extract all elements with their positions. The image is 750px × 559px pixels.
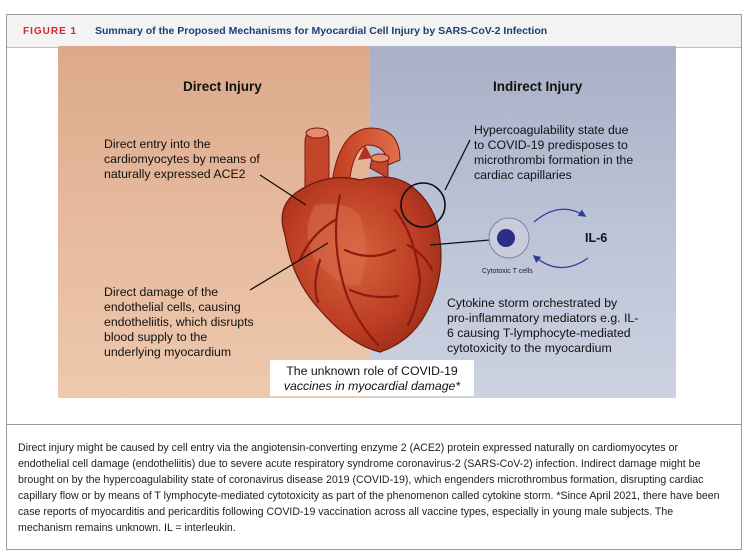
text-line: pro-inflammatory mediators e.g. IL-	[447, 311, 639, 325]
figure-title: Summary of the Proposed Mechanisms for M…	[95, 25, 548, 37]
text-line: endothelial cells, causing	[104, 300, 241, 314]
direct-damage-text: Direct damage of the endothelial cells, …	[104, 285, 254, 360]
coronary-vessels	[298, 193, 434, 347]
il6-arrows	[532, 208, 589, 269]
pointer-lines	[249, 139, 491, 291]
great-vessels	[304, 127, 401, 201]
text-line: Cytokine storm orchestrated by	[447, 296, 618, 310]
text-line: underlying myocardium	[104, 345, 232, 359]
caption-divider	[6, 424, 742, 425]
figure-label: FIGURE 1	[23, 26, 78, 37]
text-line: cytotoxicity to the myocardium	[447, 341, 612, 355]
unknown-role-box: The unknown role of COVID-19 vaccines in…	[270, 360, 474, 396]
unknown-role-line-2: vaccines in myocardial damage*	[283, 379, 461, 393]
text-line: cardiomyocytes by means of	[104, 152, 260, 166]
t-cell	[488, 217, 530, 259]
text-line: naturally expressed ACE2	[104, 167, 246, 181]
il6-label: IL-6	[585, 231, 608, 245]
figure-header: FIGURE 1 Summary of the Proposed Mechani…	[7, 15, 741, 48]
indirect-injury-heading: Indirect Injury	[493, 79, 583, 94]
cytokine-storm-text: Cytokine storm orchestrated by pro-infla…	[447, 296, 638, 356]
text-line: Direct entry into the	[104, 137, 211, 151]
text-line: to COVID-19 predisposes to	[474, 138, 628, 152]
text-line: Direct damage of the	[104, 285, 219, 299]
text-line: microthrombi formation in the	[474, 153, 634, 167]
t-cell-label: Cytotoxic T cells	[482, 268, 533, 275]
text-line: 6 causing T-lymphocyte-mediated	[447, 326, 631, 340]
text-line: Hypercoagulability state due	[474, 123, 629, 137]
hypercoagulability-text: Hypercoagulability state due to COVID-19…	[474, 123, 633, 183]
direct-injury-heading: Direct Injury	[183, 79, 262, 94]
text-line: blood supply to the	[104, 330, 208, 344]
text-line: cardiac capillaries	[474, 168, 572, 182]
direct-entry-text: Direct entry into the cardiomyocytes by …	[104, 137, 260, 182]
figure-caption: Direct injury might be caused by cell en…	[18, 442, 720, 534]
microthrombi-circle	[400, 182, 446, 228]
text-line: endotheliitis, which disrupts	[104, 315, 254, 329]
unknown-role-line-1: The unknown role of COVID-19	[286, 364, 458, 378]
